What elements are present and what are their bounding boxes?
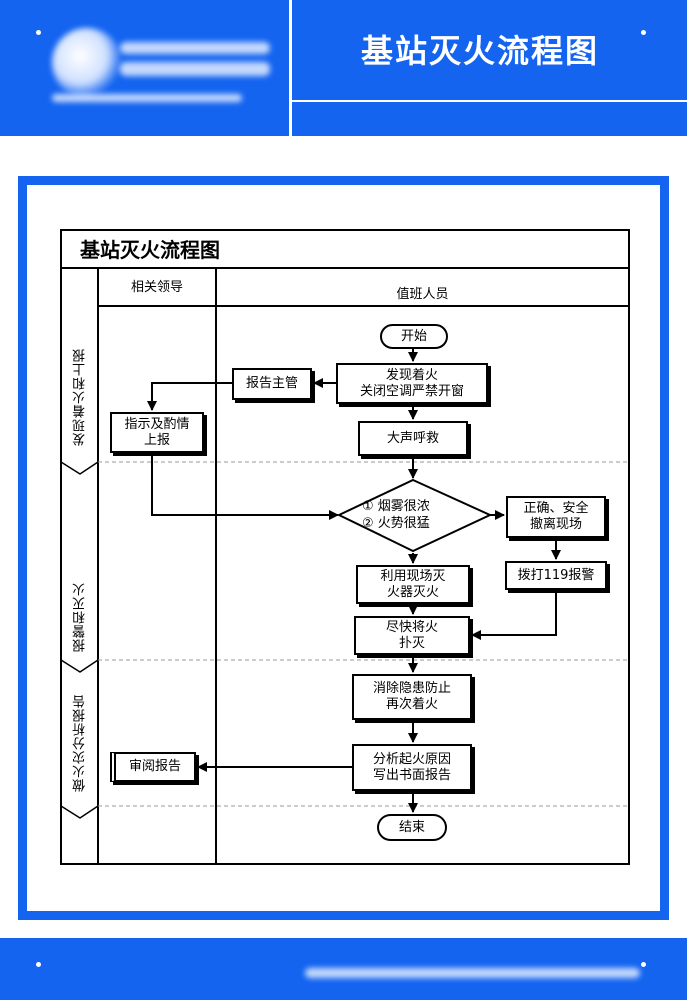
decision-diamond [336,478,493,553]
extinguish-line-2: 火器灭火 [386,584,439,600]
blurred-logo [52,28,122,98]
column-header-staff: 值班人员 [396,287,449,302]
eliminate-hazard-box: 消除隐患防止 再次着火 [352,674,472,720]
review-label: 审阅报告 [128,759,181,774]
shout-label: 大声呼救 [386,430,439,446]
corner-dot [641,962,646,967]
diagram-border [60,229,630,865]
analyze-line-2: 写出书面报告 [372,767,451,783]
blurred-text-line [120,42,270,54]
discover-line-2: 关闭空调严禁开窗 [359,383,464,399]
extinguish-quickly-box: 尽快将火 扑灭 [354,616,470,655]
footer-bar [0,938,687,1000]
end-label: 结束 [398,819,425,835]
review-report-box: 审阅报告 [110,752,196,782]
phase-label-discover: 发现着火和上报 [73,348,88,446]
corner-dot [36,962,41,967]
corner-dot [36,30,41,35]
analyze-line-1: 分析起火原因 [372,751,451,767]
blurred-text-line [52,94,242,102]
corner-dot [641,30,646,35]
decision-line-2: ② 火势很猛 [362,516,430,531]
discover-line-1: 发现着火 [385,367,438,383]
shout-for-help-box: 大声呼救 [358,421,468,456]
instruct-line-2: 上报 [143,432,170,448]
report-supervisor-box: 报告主管 [232,368,312,400]
extinguish-box: 利用现场灭 火器灭火 [356,565,470,604]
evacuate-line-2: 撤离现场 [529,517,582,532]
start-node: 开始 [380,324,448,349]
quick-line-2: 扑灭 [398,635,425,651]
call-119-label: 拨打119报警 [517,567,595,583]
call-119-box: 拨打119报警 [505,561,607,590]
analyze-cause-box: 分析起火原因 写出书面报告 [352,744,472,791]
evacuate-line-1: 正确、安全 [523,501,589,516]
header-bar: 基站灭火流程图 [0,0,687,136]
header-title: 基站灭火流程图 [360,32,599,70]
blurred-text-line [120,62,270,76]
quick-line-1: 尽快将火 [385,619,438,635]
start-label: 开始 [400,328,427,344]
evacuate-box: 正确、安全 撤离现场 [506,496,606,538]
content-frame [18,176,669,920]
extinguish-line-1: 利用现场灭 [380,568,446,584]
eliminate-line-1: 消除隐患防止 [372,681,451,696]
phase-label-alarm: 报警和灭火 [73,582,88,652]
report-supervisor-label: 报告主管 [245,376,298,391]
blurred-footer-text [305,968,640,978]
decision-text: ① 烟雾很浓 ② 火势很猛 [362,498,472,532]
instruct-line-1: 指示及酌情 [124,416,190,432]
diagram-title: 基站灭火流程图 [80,238,220,262]
header-divider-vertical [289,0,292,136]
eliminate-line-2: 再次着火 [385,697,438,712]
header-divider-horizontal [291,100,687,102]
column-header-leaders: 相关领导 [130,280,183,295]
discover-fire-box: 发现着火 关闭空调严禁开窗 [336,363,488,404]
phase-label-report: 做火灾分析报告 [73,694,88,792]
instruct-report-box: 指示及酌情 上报 [110,412,204,453]
end-node: 结束 [377,814,447,841]
decision-line-1: ① 烟雾很浓 [362,499,430,514]
